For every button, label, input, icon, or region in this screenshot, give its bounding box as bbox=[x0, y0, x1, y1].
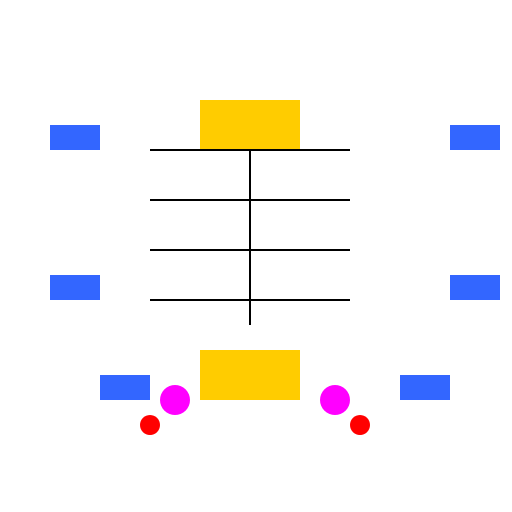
red-token-left[interactable] bbox=[140, 415, 160, 435]
red-token-right[interactable] bbox=[350, 415, 370, 435]
ladder-rung bbox=[150, 199, 350, 201]
ladder-rung bbox=[150, 249, 350, 251]
magenta-token-left[interactable] bbox=[160, 385, 190, 415]
platform-middle-left bbox=[50, 275, 100, 300]
platform-lower-left bbox=[100, 375, 150, 400]
platform-upper-left bbox=[50, 125, 100, 150]
platform-lower-right bbox=[400, 375, 450, 400]
goal-block-top bbox=[200, 100, 300, 150]
goal-block-bottom bbox=[200, 350, 300, 400]
magenta-token-right[interactable] bbox=[320, 385, 350, 415]
platform-middle-right bbox=[450, 275, 500, 300]
ladder-rung bbox=[150, 149, 350, 151]
ladder-pole bbox=[249, 150, 251, 325]
platform-upper-right bbox=[450, 125, 500, 150]
ladder-rung bbox=[150, 299, 350, 301]
